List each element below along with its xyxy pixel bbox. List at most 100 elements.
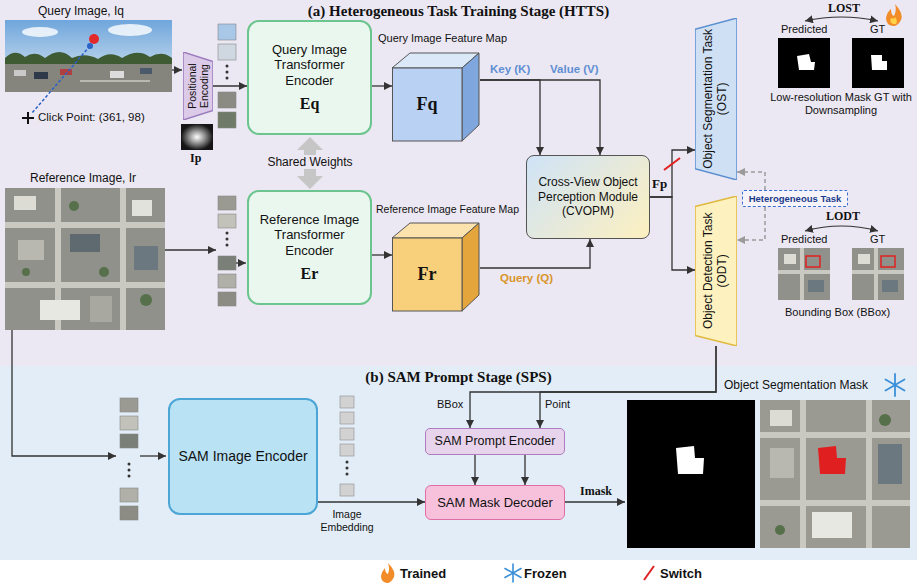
connector xyxy=(213,85,247,86)
figure-label: Value (V) xyxy=(550,63,599,77)
query-photo xyxy=(5,20,213,150)
cube-face: Fr xyxy=(392,238,462,311)
sam-input xyxy=(120,398,138,520)
vertical-label: Positional Encoding xyxy=(186,56,210,116)
ost-results xyxy=(805,17,878,21)
mask-output xyxy=(878,444,902,484)
sam-input xyxy=(120,416,138,430)
sam-input xyxy=(140,455,166,456)
vertical-label: Object Detection Task (ODT) xyxy=(702,200,730,342)
reference-tokens xyxy=(236,262,246,263)
reference-photo xyxy=(99,267,109,277)
task-tag: Heterogeneous Task xyxy=(742,190,848,207)
connector xyxy=(372,85,392,86)
fire-icon xyxy=(886,4,902,26)
figure-label: Image Embedding xyxy=(318,508,376,533)
image-embedding xyxy=(340,484,354,496)
cube-shape xyxy=(462,53,479,141)
feature-cube: Fr xyxy=(392,222,480,312)
query-tokens xyxy=(218,24,236,128)
query-photo xyxy=(172,69,182,70)
figure-label: Low-resolution Mask GT with Downsampling xyxy=(768,91,914,117)
figure-label: Reference Image, Ir xyxy=(30,171,136,185)
box-label: SAM Image Encoder xyxy=(178,448,307,465)
odt-results xyxy=(805,226,878,231)
query-photo xyxy=(80,80,150,82)
reference-photo xyxy=(165,249,216,250)
figure-label: Predicted xyxy=(781,23,827,36)
query-tokens xyxy=(218,24,236,40)
odt-results xyxy=(882,280,898,292)
encoder-box: Reference Image Transformer EncoderEr xyxy=(247,190,372,305)
reference-photo xyxy=(22,268,30,276)
mask-output xyxy=(770,410,792,426)
figure-label: Predicted xyxy=(781,233,827,246)
odt-results xyxy=(852,248,904,300)
mask-output xyxy=(760,432,910,438)
prompt-encoder: SAM Prompt Encoder xyxy=(425,428,565,455)
feature-symbol: Fr xyxy=(418,264,437,285)
odt-results xyxy=(784,254,796,264)
ost-results xyxy=(797,54,815,70)
fire-icon xyxy=(890,17,896,24)
stage-grounds xyxy=(0,0,917,366)
legend-icons xyxy=(381,563,654,583)
mask-output xyxy=(676,446,704,474)
query-tokens xyxy=(226,77,229,80)
connector xyxy=(650,150,695,197)
image-embedding xyxy=(340,396,354,408)
query-photo xyxy=(14,70,26,76)
mask-output xyxy=(818,446,846,474)
mask-output xyxy=(775,525,785,535)
figure-label: BBox xyxy=(437,398,463,411)
encoder-box: SAM Image Encoder xyxy=(168,398,318,515)
reference-photo xyxy=(90,296,112,322)
image-embedding xyxy=(340,396,354,496)
reference-photo xyxy=(69,201,79,211)
mask-output xyxy=(760,500,910,506)
image-embedding xyxy=(346,461,349,464)
reference-tokens xyxy=(226,232,229,235)
figure-label: Ip xyxy=(190,151,201,165)
query-photo xyxy=(140,68,152,74)
odt-results xyxy=(778,248,830,300)
mask-output xyxy=(565,501,625,502)
mask-decoder: SAM Mask Decoder xyxy=(425,485,565,520)
reference-tokens xyxy=(226,238,229,241)
mask-output xyxy=(812,512,852,538)
vertical-label: Object Segmentation Task (OST) xyxy=(702,22,730,176)
query-photo xyxy=(5,52,172,64)
legend-text: Frozen xyxy=(524,566,567,581)
query-tokens xyxy=(218,112,236,128)
cube-shape xyxy=(393,68,463,141)
module-box: Cross-View Object Perception Module (CVO… xyxy=(526,155,650,239)
odt-results xyxy=(806,256,820,267)
connector xyxy=(480,239,590,268)
mask-output xyxy=(760,400,910,548)
figure-label: LOST xyxy=(828,1,860,15)
reference-photo xyxy=(70,234,100,252)
legend-text: Trained xyxy=(400,566,446,581)
figure-label: Fp xyxy=(652,176,667,192)
ost-results xyxy=(852,38,904,88)
reference-tokens xyxy=(218,214,236,228)
encoder-symbol: Er xyxy=(301,264,319,283)
cube-shape xyxy=(393,238,463,311)
box-label: SAM Prompt Encoder xyxy=(435,434,556,449)
query-tokens xyxy=(218,92,236,108)
reference-tokens xyxy=(226,244,229,247)
figure-label: Bounding Box (BBox) xyxy=(785,306,890,319)
figure-label: Shared Weights xyxy=(260,155,360,169)
sam-input xyxy=(120,398,138,412)
query-photo xyxy=(22,112,34,124)
figure-label: Object Segmentation Mask xyxy=(724,378,868,392)
box-label: Cross-View Object Perception Module (CVO… xyxy=(533,175,643,218)
feature-cube: Fq xyxy=(392,52,480,142)
sam-input xyxy=(128,469,131,472)
reference-tokens xyxy=(218,292,236,306)
figure-label: Key (K) xyxy=(490,63,530,77)
sam-input xyxy=(12,330,166,520)
trapezoid-outline xyxy=(183,52,213,120)
query-photo xyxy=(181,124,213,150)
figure-label: Imask xyxy=(580,484,612,498)
